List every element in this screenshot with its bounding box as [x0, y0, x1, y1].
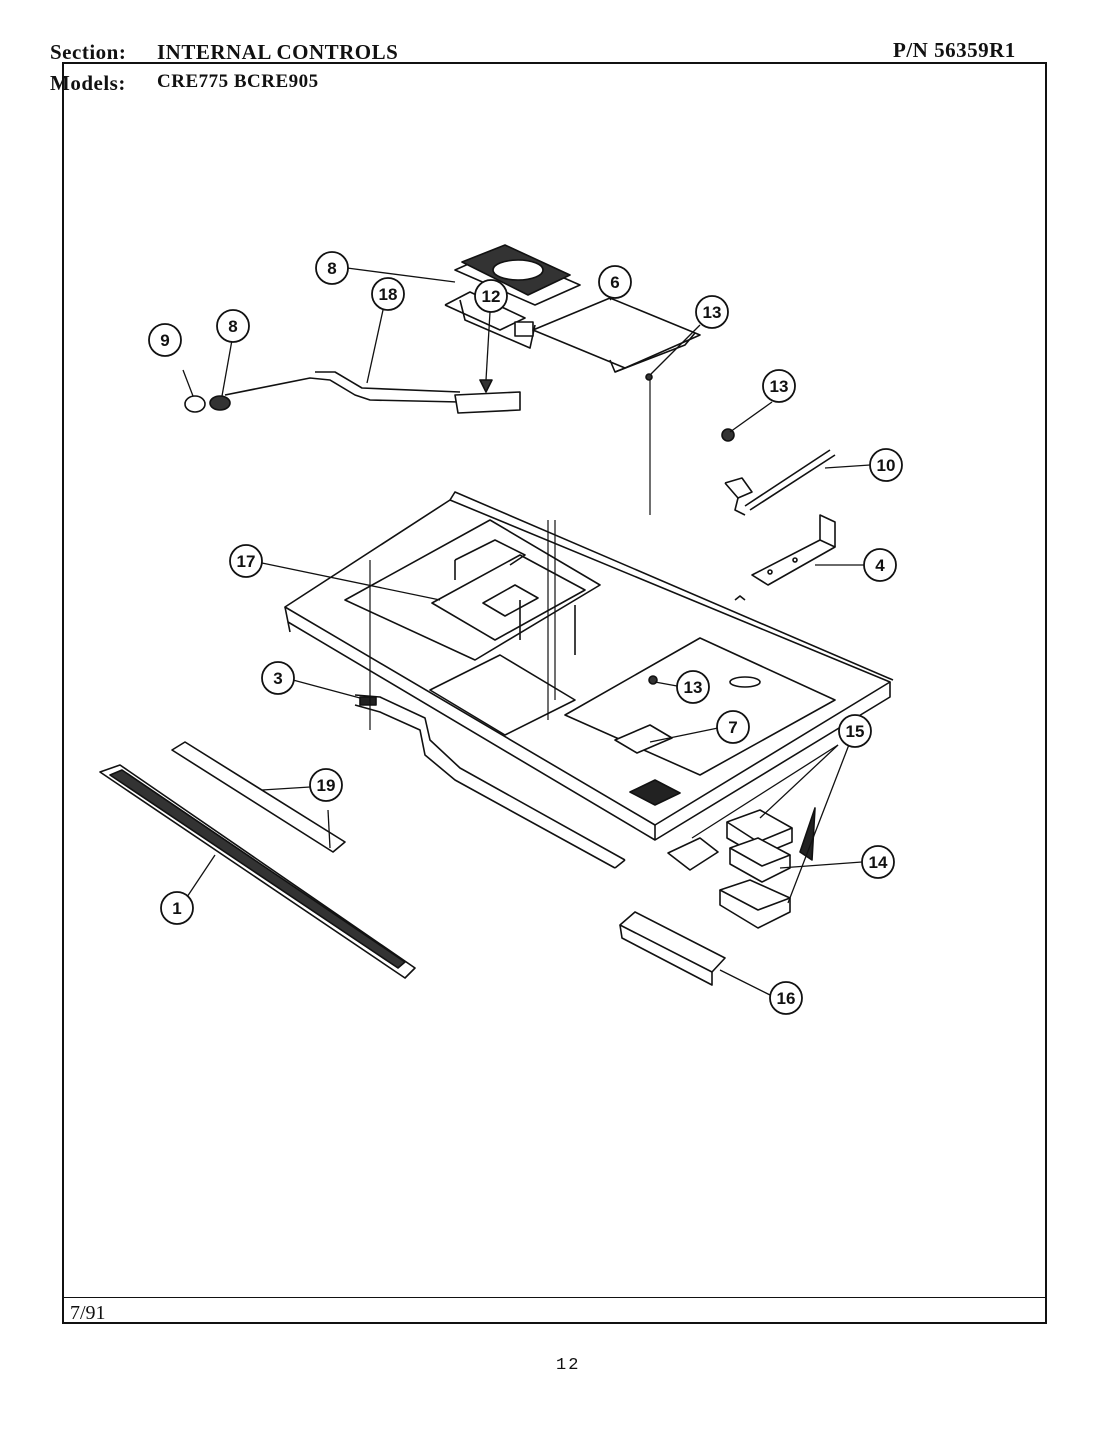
control-panel-tray [284, 491, 894, 841]
svg-text:8: 8 [228, 317, 237, 336]
small-plate [667, 837, 719, 871]
callout-12: 12 [474, 279, 508, 313]
callout-1: 1 [160, 891, 194, 925]
svg-text:4: 4 [875, 556, 885, 575]
callout-14: 14 [861, 845, 895, 879]
svg-text:16: 16 [777, 989, 796, 1008]
svg-text:1: 1 [172, 899, 181, 918]
part-6-cover-plate [532, 280, 701, 373]
section-label: Section: [50, 40, 127, 64]
svg-text:3: 3 [273, 669, 282, 688]
part-9-spring [209, 395, 231, 411]
part-8-switch-assembly [444, 244, 581, 349]
part-16-rod [224, 371, 521, 414]
part-17-bracket [431, 539, 586, 655]
callout-15: 15 [838, 714, 872, 748]
svg-text:14: 14 [869, 853, 888, 872]
callout-18: 16 [769, 981, 803, 1015]
callout-10: 9 [148, 323, 182, 357]
models-list: CRE775 BCRE905 [157, 71, 319, 92]
part-4-bracket [751, 514, 836, 586]
callout-17: 17 [229, 544, 263, 578]
part-15-blocks [719, 809, 793, 929]
svg-text:18: 18 [379, 285, 398, 304]
part-number: P/N 56359R1 [893, 38, 1016, 62]
svg-text:15: 15 [846, 722, 865, 741]
svg-text:13: 13 [770, 377, 789, 396]
part-13-screw-a [645, 373, 653, 381]
part-3-front-channel [354, 694, 626, 869]
callout-3: 3 [261, 661, 295, 695]
callout-9: 8 [216, 309, 250, 343]
svg-text:8: 8 [327, 259, 336, 278]
svg-text:9: 9 [160, 331, 169, 350]
part-1-rail [99, 764, 416, 979]
section-title: INTERNAL CONTROLS [157, 40, 399, 64]
page-number: 12 [556, 1356, 581, 1375]
svg-text:7: 7 [728, 718, 737, 737]
callout-8: 8 [315, 251, 349, 285]
callout-13-b: 13 [762, 369, 796, 403]
svg-text:13: 13 [684, 678, 703, 697]
svg-text:6: 6 [610, 273, 619, 292]
part-10-knob [184, 395, 206, 413]
diagram-frame [62, 62, 1047, 1324]
svg-text:19: 19 [317, 776, 336, 795]
part-11-bracket [724, 449, 836, 516]
part-18-bracket [619, 911, 726, 986]
svg-text:12: 12 [482, 287, 501, 306]
callout-6: 6 [598, 265, 632, 299]
callout-19: 19 [309, 768, 343, 802]
callout-13-a: 13 [695, 295, 729, 329]
svg-text:13: 13 [703, 303, 722, 322]
footer-divider [62, 1297, 1047, 1298]
callout-13-c: 13 [676, 670, 710, 704]
svg-text:17: 17 [237, 552, 256, 571]
part-12-screw [479, 379, 493, 393]
callout-16: 18 [371, 277, 405, 311]
callout-7: 7 [716, 710, 750, 744]
svg-text:10: 10 [877, 456, 896, 475]
callout-4: 4 [863, 548, 897, 582]
callout-11: 10 [869, 448, 903, 482]
revision-date: 7/91 [70, 1302, 106, 1324]
part-19-strip [171, 741, 346, 853]
